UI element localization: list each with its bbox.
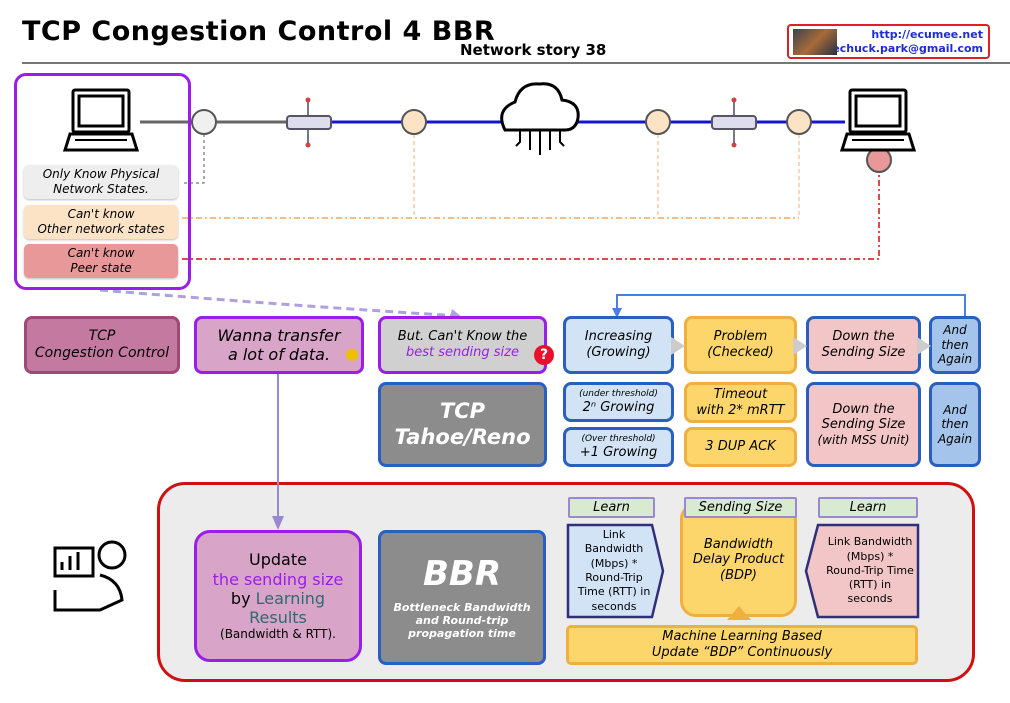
link-left-shape [566, 523, 665, 619]
contact-url[interactable]: http://ecumee.net [871, 28, 983, 41]
router-icon [286, 97, 332, 148]
learn-left-label: Learn [568, 497, 655, 518]
node-hop [401, 109, 427, 135]
known-connector [182, 134, 205, 184]
lightbulb-icon: ● [345, 343, 359, 363]
node-peer [866, 147, 892, 173]
header-divider [22, 62, 1010, 64]
local-host-group [14, 73, 191, 290]
router-icon [711, 97, 757, 148]
page-title: TCP Congestion Control 4 BBR [22, 16, 496, 47]
peer-connector [182, 172, 880, 260]
increasing-box: Increasing(Growing) [563, 316, 674, 374]
sending-size-label: Sending Size [684, 497, 797, 518]
dup-ack-box: 3 DUP ACK [684, 427, 797, 467]
arrow-icon [917, 337, 931, 355]
under-threshold-box: (under threshold)2ⁿ Growing [563, 382, 674, 422]
arrow-icon [671, 337, 685, 355]
node-hop [786, 109, 812, 135]
up-arrow-icon [727, 606, 751, 620]
node-local [191, 109, 217, 135]
data-analyst-icon [53, 540, 127, 612]
link-right-formula: Link Bandwidth (Mbps) * Round-Trip Time … [826, 535, 914, 606]
cloud-circuit-icon [515, 130, 565, 155]
contact-email[interactable]: lechuck.park@gmail.com [828, 42, 983, 55]
problem-box: Problem(Checked) [684, 316, 797, 374]
page-subtitle: Network story 38 [460, 41, 607, 59]
author-avatar [793, 29, 837, 55]
cloud-icon [500, 82, 580, 132]
feedback-loop-arrow [616, 294, 966, 316]
contact-box: http://ecumee.net lechuck.park@gmail.com [787, 24, 990, 59]
dashed-arrow [99, 288, 461, 318]
arrow-icon [793, 337, 807, 355]
over-threshold-box: (Over threshold)+1 Growing [563, 427, 674, 467]
laptop-icon [62, 88, 140, 152]
link-left-formula: Link Bandwidth (Mbps) * Round-Trip Time … [577, 528, 651, 613]
question-icon: ? [534, 345, 554, 365]
learn-right-label: Learn [818, 497, 918, 518]
peer-laptop-icon [839, 88, 917, 152]
node-hop [645, 109, 671, 135]
link-right-shape [804, 523, 920, 619]
